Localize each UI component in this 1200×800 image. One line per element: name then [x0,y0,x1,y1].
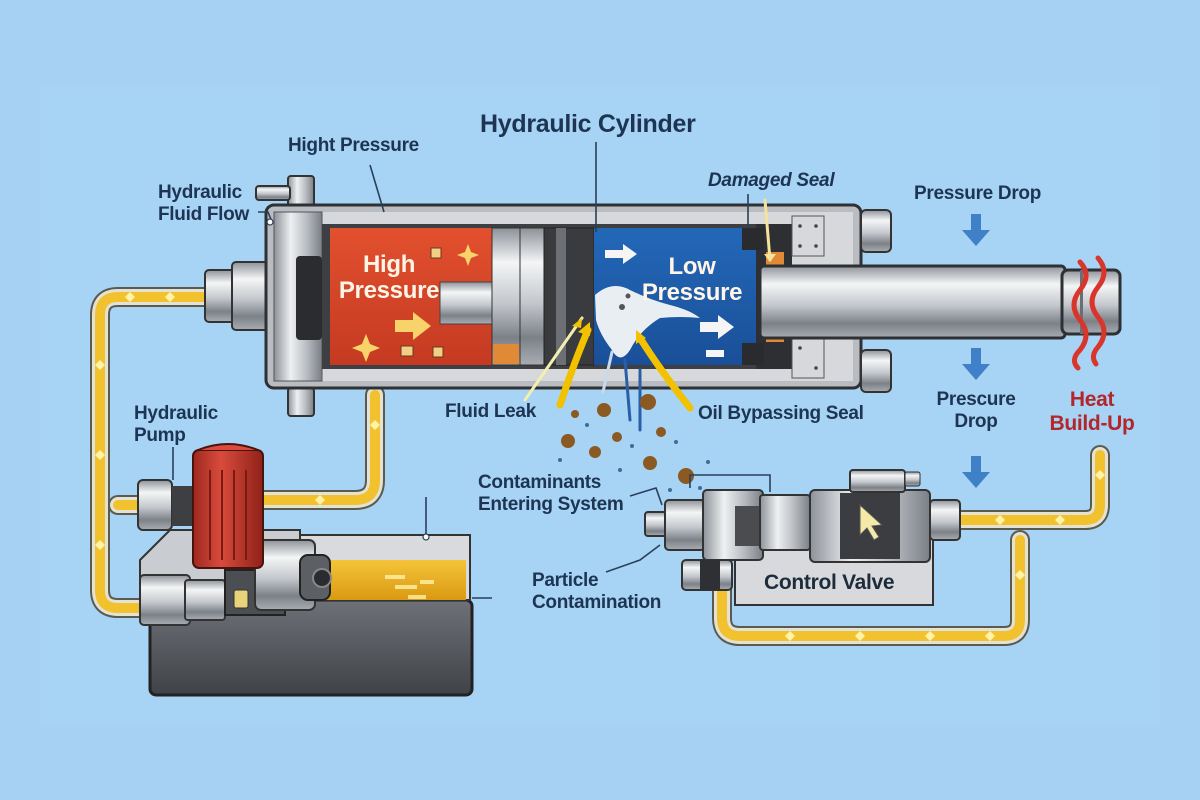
label-hydraulic-fluid-flow: Hydraulic Fluid Flow [158,182,249,225]
hydraulic-cylinder-body [204,175,1122,417]
heat-wave-icon [1071,255,1107,371]
label-oil-bypassing-seal: Oil Bypassing Seal [698,403,864,424]
label-damaged-seal: Damaged Seal [708,170,835,191]
label-hydraulic-pump: Hydraulic Pump [134,403,218,446]
leader-lines [172,142,771,599]
flow-arrows [395,244,734,357]
title-hydraulic-cylinder: Hydraulic Cylinder [480,110,696,138]
hydraulic-pump-assembly [137,443,474,697]
sparkle-icon [352,244,479,362]
control-valve-assembly [644,469,961,606]
right-arrow-icon [700,315,734,339]
fluid-leak-splash [595,286,700,358]
label-control-valve: Control Valve [764,571,895,594]
label-heat-build-up: Heat Build-Up [1049,388,1135,435]
right-arrow-icon [395,312,431,340]
leak-arrows [523,198,772,432]
fluid-lines [90,287,1110,646]
right-arrow-icon [605,244,637,264]
label-low-pressure-chamber: Low Pressure [641,253,743,306]
label-prescure-drop: Prescure Drop [936,389,1016,432]
label-hight-pressure: Hight Pressure [288,135,419,156]
label-pressure-drop-top: Pressure Drop [914,183,1042,204]
cursor-arrow-icon [859,503,884,541]
label-fluid-leak: Fluid Leak [445,401,536,422]
label-contaminants-entering-system: Contaminants Entering System [478,472,624,515]
label-particle-contamination: Particle Contamination [532,570,662,613]
down-arrow-icon [962,214,990,488]
label-high-pressure-chamber: High Pressure [338,251,440,304]
